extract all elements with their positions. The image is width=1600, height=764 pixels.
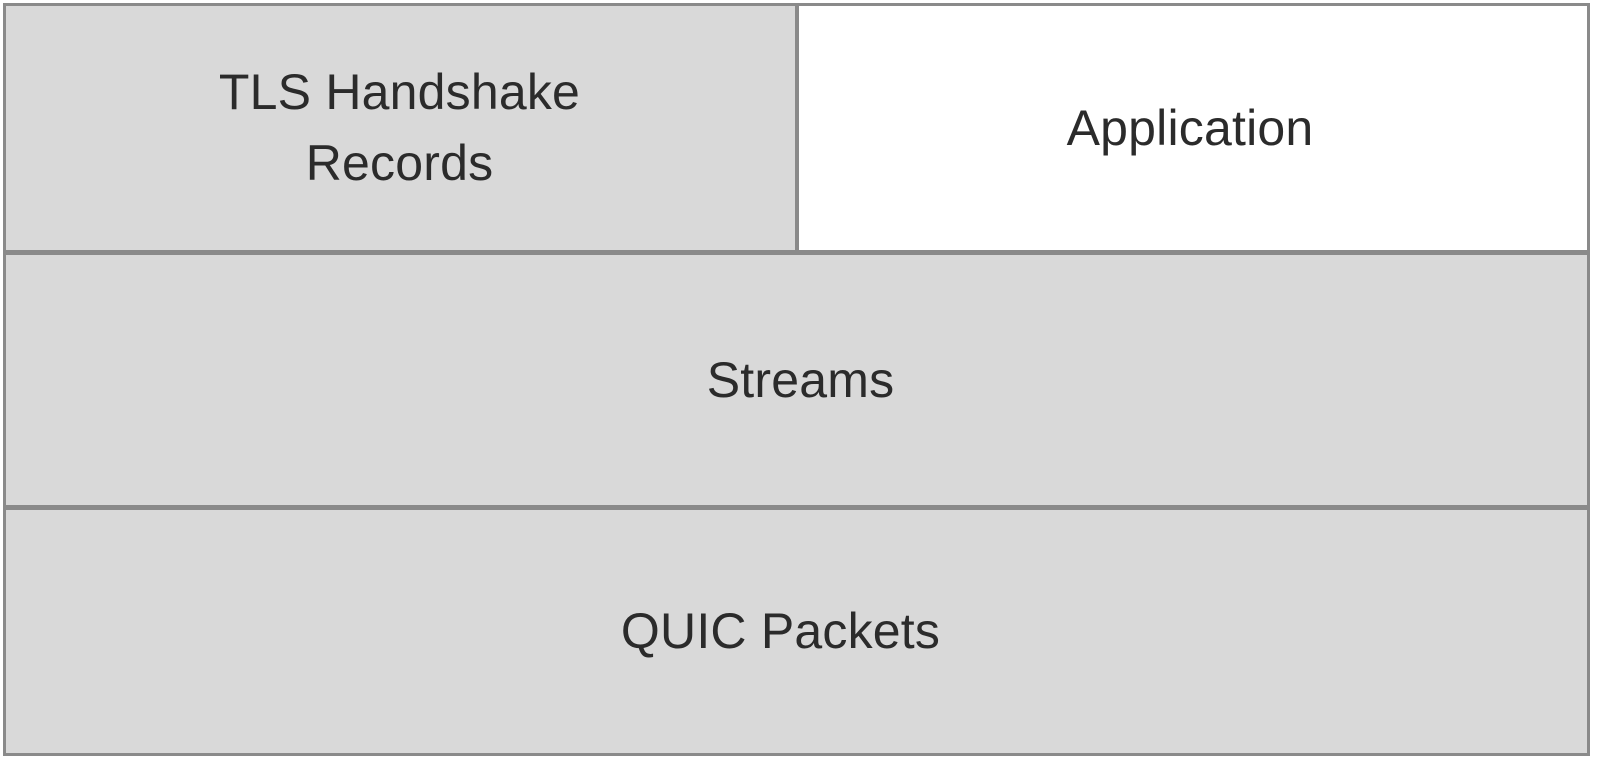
block-tls-handshake-records: TLS Handshake Records	[3, 3, 798, 253]
block-application: Application	[796, 3, 1590, 253]
block-label-tls-handshake-records: TLS Handshake Records	[218, 64, 581, 191]
block-label-quic-packets: QUIC Packets	[620, 603, 941, 659]
block-quic-packets: QUIC Packets	[3, 507, 1590, 756]
block-streams: Streams	[3, 252, 1590, 508]
block-label-streams: Streams	[706, 351, 895, 408]
block-label-application: Application	[1066, 99, 1314, 156]
